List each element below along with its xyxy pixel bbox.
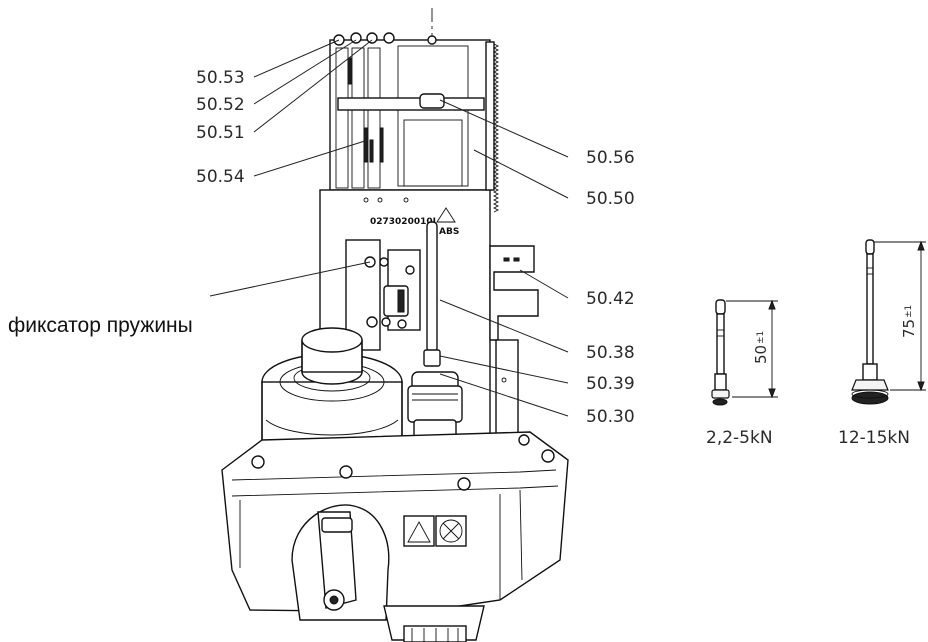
callout-50-53: 50.53 — [196, 68, 245, 88]
callout-50-52: 50.52 — [196, 95, 245, 115]
callout-50-39: 50.39 — [586, 374, 635, 394]
callout-50-51: 50.51 — [196, 123, 245, 143]
callout-labels: 50.53 50.52 50.51 50.54 50.56 50.50 50.4… — [8, 68, 635, 427]
spring-lock-label: фиксатор пружины — [8, 314, 193, 337]
small-rating: 2,2-5kN — [706, 428, 773, 448]
callout-50-50: 50.50 — [586, 189, 635, 209]
large-rating: 12-15kN — [838, 428, 910, 448]
callout-50-54: 50.54 — [196, 167, 245, 187]
small-dimension: 50 — [752, 345, 770, 364]
callout-50-42: 50.42 — [586, 289, 635, 309]
large-dimension: 75 — [900, 319, 918, 338]
actuator-illustration: 0273020010I ABS — [221, 8, 569, 642]
callout-50-56: 50.56 — [586, 148, 635, 168]
small-tolerance: ±1 — [756, 331, 766, 344]
spring-large-figure: 75 ±1 12-15kN — [838, 239, 926, 448]
callout-50-30: 50.30 — [586, 407, 635, 427]
large-tolerance: ±1 — [904, 305, 914, 318]
spring-small-figure: 50 ±1 2,2-5kN — [706, 299, 778, 448]
callout-50-38: 50.38 — [586, 343, 635, 363]
part-marking: 0273020010I — [370, 217, 436, 227]
leader-lines — [209, 39, 569, 417]
material-mark: ABS — [439, 227, 459, 237]
